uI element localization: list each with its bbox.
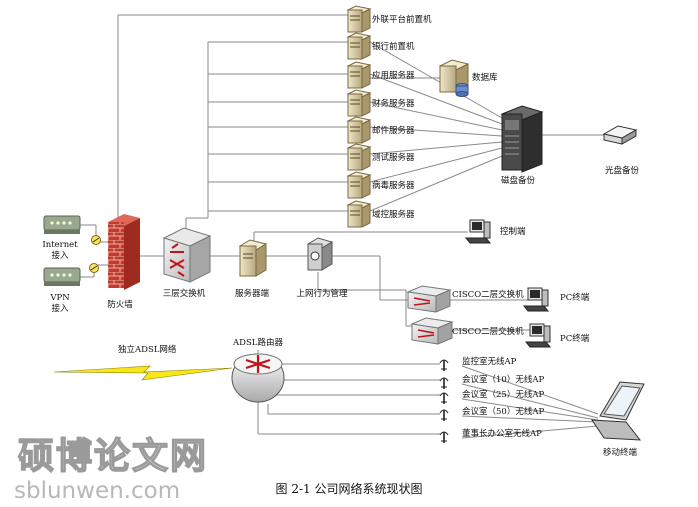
server-label-5: 邮件服务器 (372, 125, 415, 136)
pc-1-icon (522, 287, 550, 312)
server-1 (346, 5, 372, 33)
server-6 (346, 143, 372, 171)
tape-backup-rack-icon (500, 105, 544, 173)
server-stack: 外联平台前置机银行前置机应用服务器财务服务器邮件服务器测试服务器病毒服务器域控服… (346, 5, 432, 228)
core-switch-label: 三层交换机 (163, 288, 206, 299)
pc-1-label: PC终端 (560, 292, 590, 303)
server-8 (346, 200, 372, 228)
cisco-switch-2-icon (410, 317, 454, 345)
ap-label-4: 会议室（50）无线AP (462, 406, 544, 417)
ap-label-3: 会议室（25）无线AP (462, 389, 544, 400)
server-label-7: 病毒服务器 (372, 180, 415, 191)
ap-label-2: 会议室（10）无线AP (462, 374, 544, 385)
behavior-mgmt-label: 上网行为管理 (296, 288, 348, 299)
ap-antenna-4 (439, 409, 449, 421)
tape-backup-label: 磁盘备份 (501, 175, 536, 186)
cisco-switch-1-label: CISCO二层交换机 (452, 289, 524, 300)
optical-drive-icon (602, 125, 638, 145)
watermark-cn: 硕博论文网 (18, 435, 208, 477)
mobile-laptop-icon (591, 381, 645, 441)
wireless-ap-group: 监控室无线AP 会议室（10）无线AP 会议室（25）无线AP 会议室（50）无线AP… (439, 356, 544, 443)
adsl-link-label: 独立ADSL网络 (118, 344, 177, 355)
server-label-2: 银行前置机 (372, 41, 415, 52)
connection-lines (80, 14, 606, 439)
firewall-brick-icon (108, 214, 140, 290)
adsl-lightning-icon (53, 365, 233, 381)
mobile-label: 移动终端 (603, 447, 638, 458)
database-icon (438, 59, 470, 97)
cisco-switch-1-icon (406, 285, 452, 313)
pc-2-icon (524, 323, 552, 348)
server-3 (346, 61, 372, 89)
adsl-router-icon (231, 353, 285, 403)
ap-label-1: 监控室无线AP (462, 356, 517, 367)
behavior-mgmt-icon (306, 237, 334, 271)
ap-label-5: 董事长办公室无线AP (462, 428, 542, 439)
lock-icon (89, 263, 99, 273)
ap-antenna-2 (439, 377, 449, 389)
pc-2-label: PC终端 (560, 333, 590, 344)
server-label-1: 外联平台前置机 (372, 14, 432, 25)
server-7 (346, 171, 372, 199)
ap-antenna-3 (439, 392, 449, 404)
server-label-4: 财务服务器 (372, 98, 415, 109)
figure-caption: 图 2-1 公司网络系统现状图 (276, 481, 423, 496)
server-2 (346, 32, 372, 60)
firewall-label: 防火墙 (107, 299, 133, 310)
server-end-icon (238, 239, 268, 277)
optical-backup-label: 光盘备份 (605, 165, 640, 176)
ap-antenna-5 (439, 431, 449, 443)
server-label-3: 应用服务器 (372, 70, 415, 81)
cisco-switch-2-label: CISCO二层交换机 (452, 326, 524, 337)
server-4 (346, 89, 372, 117)
server-label-8: 域控服务器 (372, 209, 415, 220)
layer3-switch-icon (162, 227, 212, 283)
server-5 (346, 116, 372, 144)
server-label-6: 测试服务器 (372, 152, 415, 163)
lock-icon (91, 235, 101, 245)
adsl-router-label: ADSL路由器 (232, 337, 283, 348)
database-label: 数据库 (472, 72, 498, 83)
console-pc-icon (464, 219, 492, 244)
watermark-url: sblunwen.com (14, 478, 180, 504)
console-label: 控制端 (500, 226, 526, 237)
vpn-modem (43, 267, 81, 286)
ap-antenna-1 (439, 359, 449, 371)
server-end-label: 服务器端 (235, 288, 270, 299)
internet-modem (43, 215, 81, 234)
